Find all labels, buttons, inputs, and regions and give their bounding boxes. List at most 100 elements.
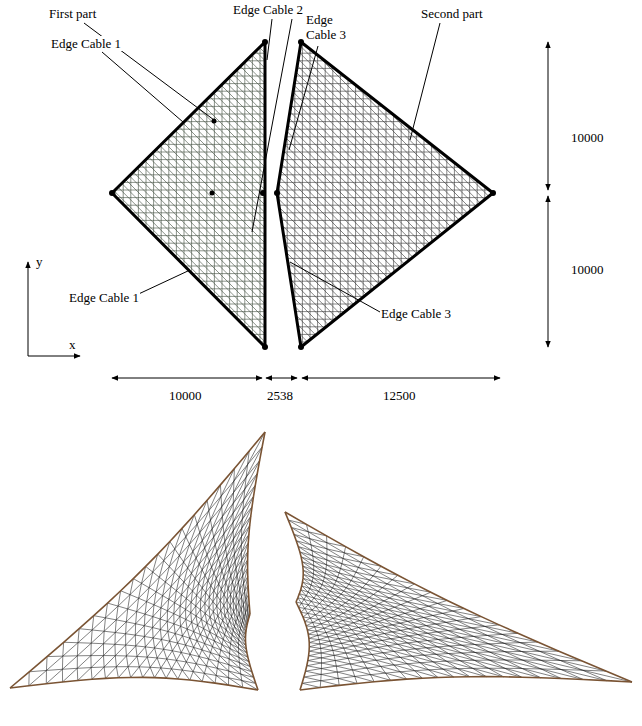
mesh-line [439,38,440,352]
mesh-line [272,98,498,99]
dimension-lines [112,42,548,378]
mesh-line [19,38,333,352]
mesh-line [254,38,568,352]
mesh-line [490,38,642,352]
mesh-line [437,38,642,352]
mesh-line [272,243,498,244]
mesh-line [108,258,268,259]
mesh-line [206,38,207,352]
mesh-line [108,45,268,46]
mesh-line [422,38,642,352]
mesh-line [108,190,268,191]
mesh-line [91,616,94,680]
mesh-line [454,38,455,352]
mesh-line [0,38,169,352]
mesh-line [160,528,182,679]
mesh-line [108,220,268,221]
mesh-line [416,38,417,352]
mesh-line [197,38,511,352]
mesh-line [294,534,561,678]
mesh-line [108,281,268,282]
mesh-line [108,98,268,99]
mesh-line [108,349,268,350]
annotation-label: 2538 [266,388,294,403]
mesh-line [118,38,432,352]
mesh-line [309,651,422,678]
mesh-line [306,626,521,677]
mesh-line [384,38,642,352]
mesh-line [108,152,268,153]
mesh-line [310,38,311,352]
mesh-line [292,38,606,352]
annotation-label: Second part [420,6,484,21]
annotation-label: Edge Cable 3 [380,306,452,321]
mesh-line [346,38,642,352]
mesh-line [302,586,538,642]
mesh-line [144,554,157,678]
mesh-line [272,326,498,327]
mesh-line [113,38,427,352]
mesh-line [201,38,515,352]
mesh-line [301,590,559,651]
mesh-line [220,38,534,352]
mesh-line [431,38,432,352]
mesh-line [272,114,498,115]
mesh-line [272,159,498,160]
mesh-line [146,38,147,352]
mesh-line [309,656,407,679]
mesh-line [108,167,268,168]
mesh-line [376,38,642,352]
mesh-line [305,671,357,683]
mesh-line [330,38,642,352]
mesh-line [108,243,268,244]
mesh-line [301,557,414,584]
mesh-line [272,250,498,251]
annotation-label: 10000 [168,388,203,403]
mesh-line [0,38,222,352]
perspective-view [10,432,632,690]
edge-cable [296,602,309,690]
mesh-line [108,121,268,122]
mesh-line [272,121,498,122]
mesh-line [243,577,247,629]
mesh-line [298,546,521,677]
mesh-line [386,38,387,352]
mesh-line [260,38,261,352]
mesh-line [171,38,485,352]
mesh-line [429,38,642,352]
mesh-line [272,53,498,54]
mesh-line [108,197,268,198]
mesh-line [462,38,463,352]
mesh-line [302,683,320,687]
mesh-line [49,38,363,352]
mesh-line [148,38,462,352]
edge-cables [112,42,493,347]
mesh-line [315,38,629,352]
mesh-line [307,630,503,677]
mesh-line [108,76,268,77]
mesh-line [272,205,498,206]
mesh-line [467,38,642,352]
mesh-line [108,235,268,236]
mesh-line [186,468,235,685]
mesh-line [272,273,498,274]
mesh-line [229,38,230,352]
edge-cable [285,512,632,682]
mesh-line [108,311,268,312]
mesh-line [353,38,642,352]
mesh-line [156,38,470,352]
mesh-line [498,38,642,352]
mesh-line [272,83,498,84]
mesh-line [272,228,498,229]
mesh-line [272,144,498,145]
mesh-line [42,38,356,352]
mesh-line [196,432,265,690]
annotation-label: Edge Cable 1 [68,290,140,305]
mesh-line [302,668,606,683]
mesh-line [272,304,498,305]
mesh-line [108,129,268,130]
mesh-line [299,524,314,607]
mesh-line [108,144,268,145]
edge-cable [248,432,265,614]
